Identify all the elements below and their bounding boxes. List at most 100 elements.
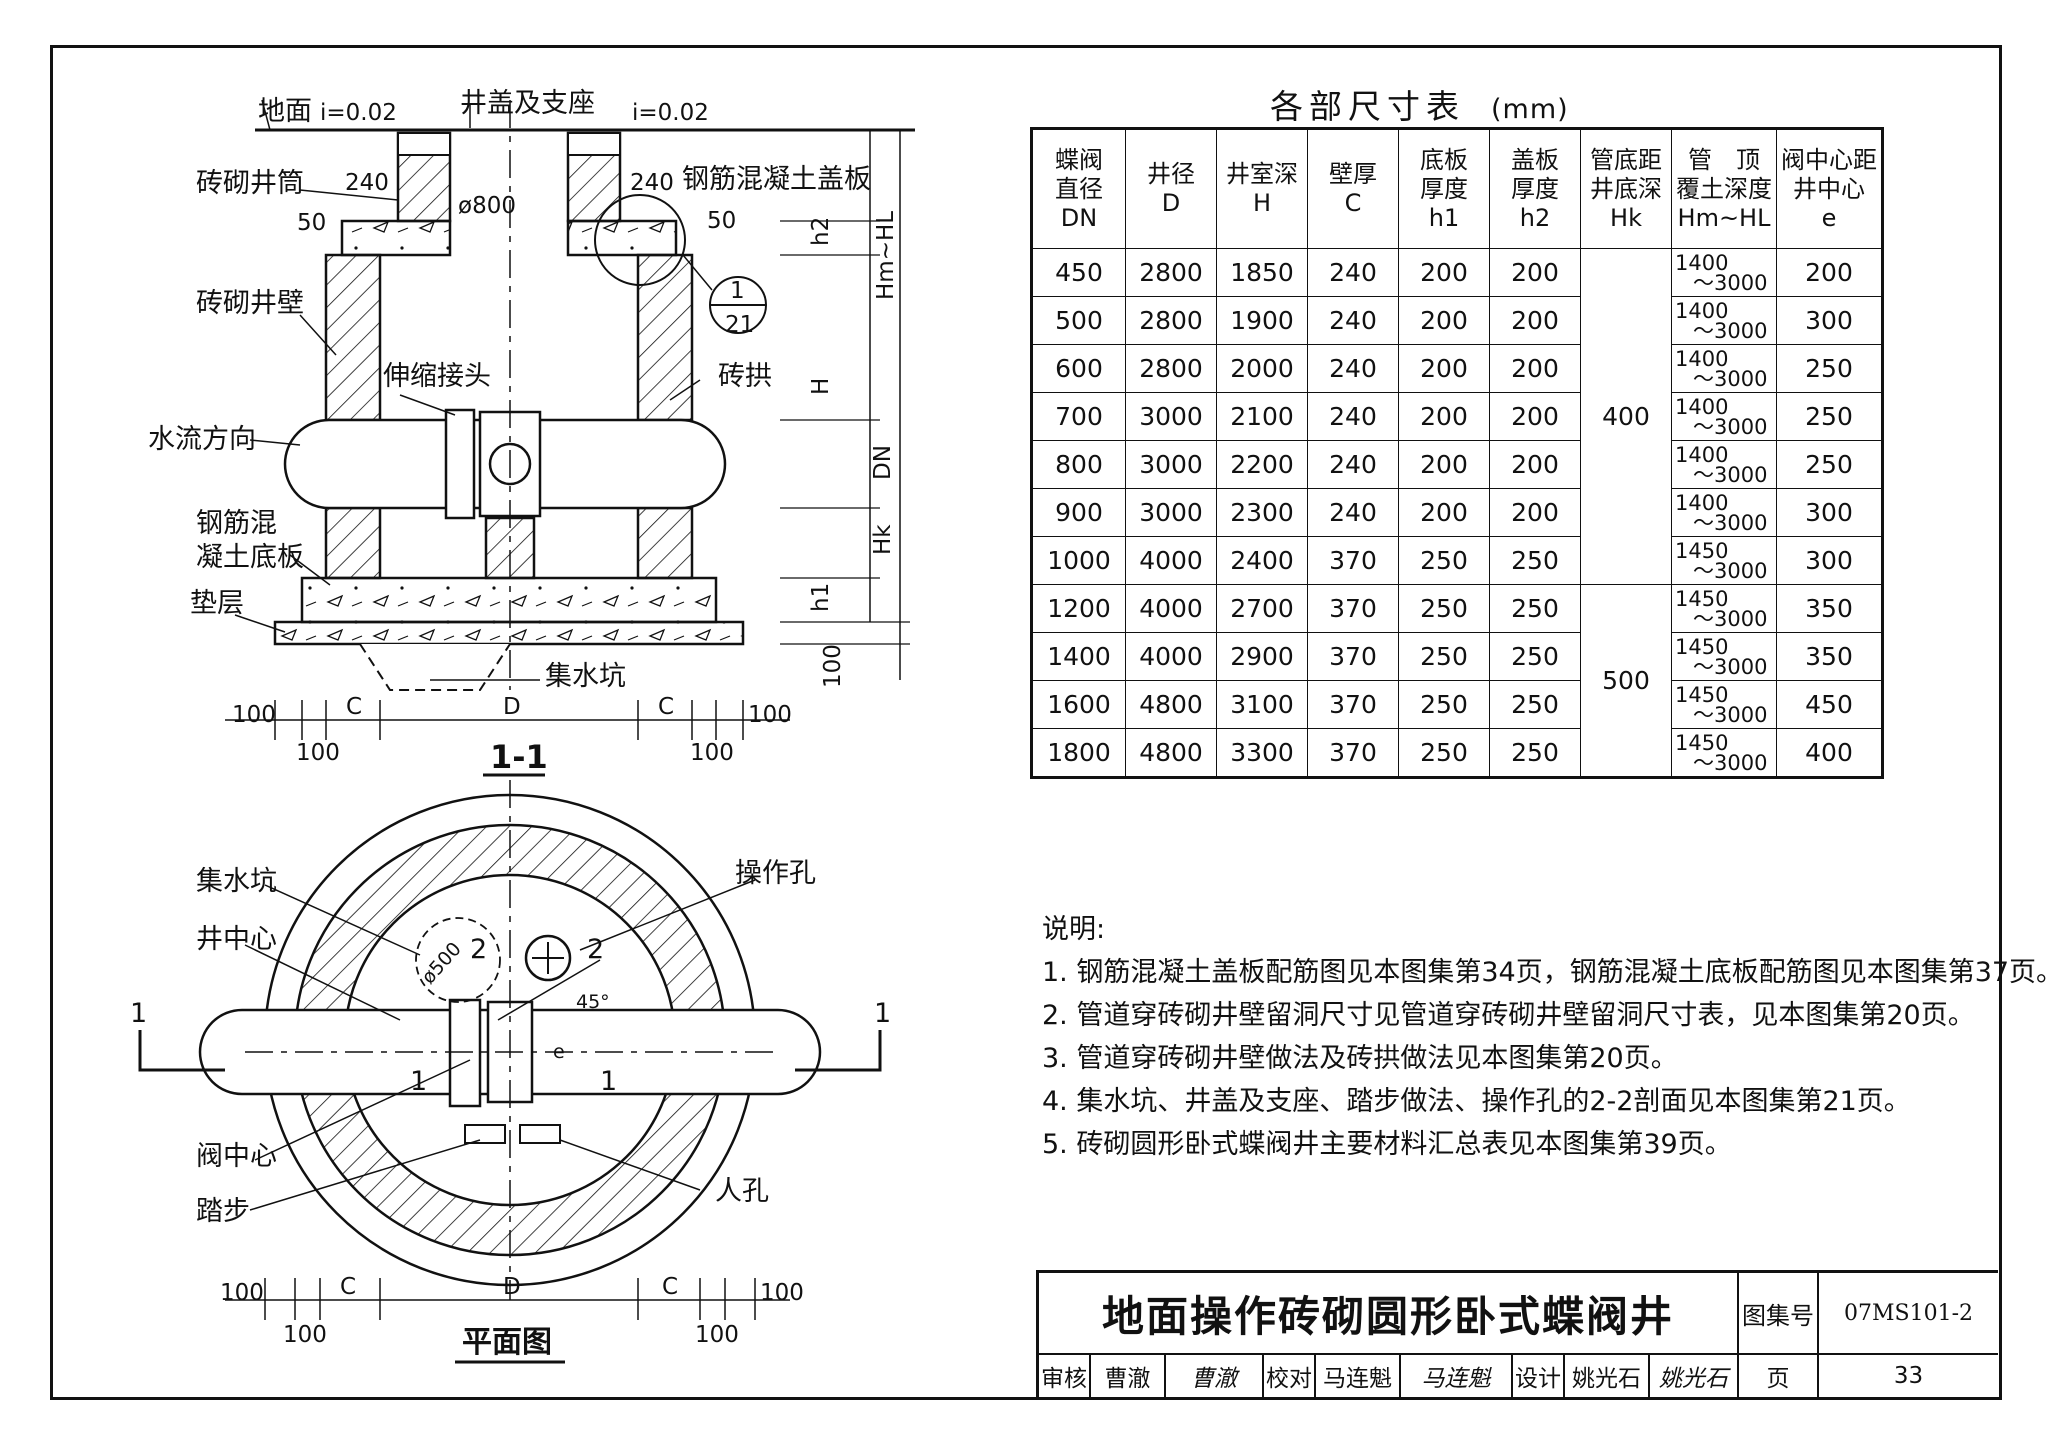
table-cell-cover-depth: 1450～3000 — [1671, 632, 1777, 681]
table-cell: 2800 — [1125, 248, 1217, 297]
table-cell-cover-depth: 1400～3000 — [1671, 392, 1777, 441]
table-cell: 250 — [1489, 680, 1581, 729]
cover-depth-max: ～3000 — [1693, 366, 1768, 391]
table-cell: 240 — [1307, 344, 1399, 393]
plan-op-hole-label: 操作孔 — [735, 858, 816, 889]
table-cell: 200 — [1489, 248, 1581, 297]
cover-seat-label: 井盖及支座 — [460, 88, 595, 119]
table-cell-cover-depth: 1400～3000 — [1671, 296, 1777, 345]
table-header-line: 底板 — [1420, 145, 1468, 174]
table-cell: 3000 — [1125, 440, 1217, 489]
table-cell: 370 — [1307, 536, 1399, 585]
plan-dim-c-left: C — [340, 1274, 356, 1300]
table-unit: (mm) — [1491, 94, 1569, 125]
plan-e: e — [553, 1041, 565, 1063]
table-cell: 240 — [1307, 248, 1399, 297]
table-cell: 250 — [1489, 536, 1581, 585]
table-cell-cover-depth: 1450～3000 — [1671, 536, 1777, 585]
table-cell-cover-depth: 1450～3000 — [1671, 680, 1777, 729]
cover-depth-min: 1400 — [1675, 298, 1729, 323]
cushion-label: 垫层 — [190, 588, 244, 619]
rc-base-label-1: 钢筋混 — [196, 508, 277, 539]
plan-valve-center-label: 阀中心 — [196, 1141, 277, 1172]
table-cell: 200 — [1398, 440, 1490, 489]
table-cell: 2100 — [1216, 392, 1308, 441]
plan-mark-1-right: 1 — [600, 1066, 617, 1097]
dim-Hk: Hk — [870, 524, 896, 555]
plan-dim-100-b: 100 — [283, 1322, 327, 1348]
table-cell: 3100 — [1216, 680, 1308, 729]
table-header-line: Hk — [1610, 203, 1642, 232]
table-cell: 2800 — [1125, 344, 1217, 393]
table-cell-hk: 500 — [1580, 584, 1672, 778]
table-header-line: 直径 — [1055, 174, 1103, 203]
section-dim-d: D — [503, 694, 521, 720]
section-dim-100-b: 100 — [296, 740, 340, 766]
table-cell: 200 — [1489, 392, 1581, 441]
table-header-line: 厚度 — [1511, 174, 1559, 203]
plan-angle: 45° — [576, 991, 610, 1013]
cover-depth-min: 1400 — [1675, 250, 1729, 275]
table-cell: 300 — [1776, 536, 1883, 585]
review-label: 审核 — [1039, 1355, 1091, 1397]
table-cell: 900 — [1031, 488, 1126, 537]
cover-depth-max: ～3000 — [1693, 750, 1768, 775]
plan-cut-right: 1 — [874, 998, 891, 1029]
rc-base-label-2: 凝土底板 — [196, 542, 304, 573]
table-cell: 250 — [1398, 584, 1490, 633]
table-cell: 200 — [1776, 248, 1883, 297]
slope-right: i=0.02 — [632, 100, 709, 126]
table-cell: 600 — [1031, 344, 1126, 393]
dim-50-right: 50 — [707, 208, 736, 234]
table-header-line: D — [1161, 189, 1181, 217]
table-cell: 1000 — [1031, 536, 1126, 585]
table-header-line: h1 — [1428, 203, 1460, 232]
signature-row: 审核 曹澈 曹澈 校对 马连魁 马连魁 设计 姚光石 姚光石 页 33 — [1039, 1355, 1998, 1397]
table-cell: 200 — [1489, 488, 1581, 537]
table-cell: 200 — [1489, 296, 1581, 345]
table-cell: 370 — [1307, 728, 1399, 778]
cover-depth-min: 1400 — [1675, 442, 1729, 467]
dim-DN: DN — [870, 445, 896, 480]
cover-depth-max: ～3000 — [1693, 318, 1768, 343]
plan-well-center-label: 井中心 — [196, 924, 277, 955]
cover-depth-max: ～3000 — [1693, 702, 1768, 727]
note-item: 3. 管道穿砖砌井壁做法及砖拱做法见本图集第20页。 — [1042, 1043, 1678, 1074]
table-cell: 200 — [1489, 344, 1581, 393]
table-cell: 1800 — [1031, 728, 1126, 778]
section-dim-100-c: 100 — [690, 740, 734, 766]
dim-h1: h1 — [808, 583, 834, 612]
detail-number: 1 — [730, 278, 745, 304]
plan-cut-left: 1 — [130, 998, 147, 1029]
table-cell: 4000 — [1125, 584, 1217, 633]
table-header-line: H — [1252, 189, 1272, 217]
table-header-line: DN — [1060, 203, 1098, 232]
table-cell: 250 — [1398, 536, 1490, 585]
cover-depth-min: 1450 — [1675, 682, 1729, 707]
title-block: 地面操作砖砌圆形卧式蝶阀井 图集号 07MS101-2 审核 曹澈 曹澈 校对 … — [1036, 1270, 1998, 1397]
design-signature: 姚光石 — [1650, 1355, 1739, 1397]
plan-title: 平面图 — [462, 1325, 552, 1360]
table-cell-cover-depth: 1400～3000 — [1671, 440, 1777, 489]
dim-240-left: 240 — [345, 170, 389, 196]
table-cell: 300 — [1776, 296, 1883, 345]
table-cell: 250 — [1398, 728, 1490, 778]
table-cell-cover-depth: 1450～3000 — [1671, 728, 1777, 778]
cover-depth-max: ～3000 — [1693, 414, 1768, 439]
design-name: 姚光石 — [1565, 1355, 1650, 1397]
section-view: 地面 i=0.02 井盖及支座 i=0.02 砖砌井筒 240 240 钢筋混凝… — [148, 88, 915, 777]
table-cell-hk: 400 — [1580, 248, 1672, 585]
drawing-frame — [50, 45, 2002, 1400]
cover-depth-min: 1400 — [1675, 346, 1729, 371]
plan-sump-label: 集水坑 — [196, 866, 277, 897]
table-cell: 200 — [1398, 296, 1490, 345]
